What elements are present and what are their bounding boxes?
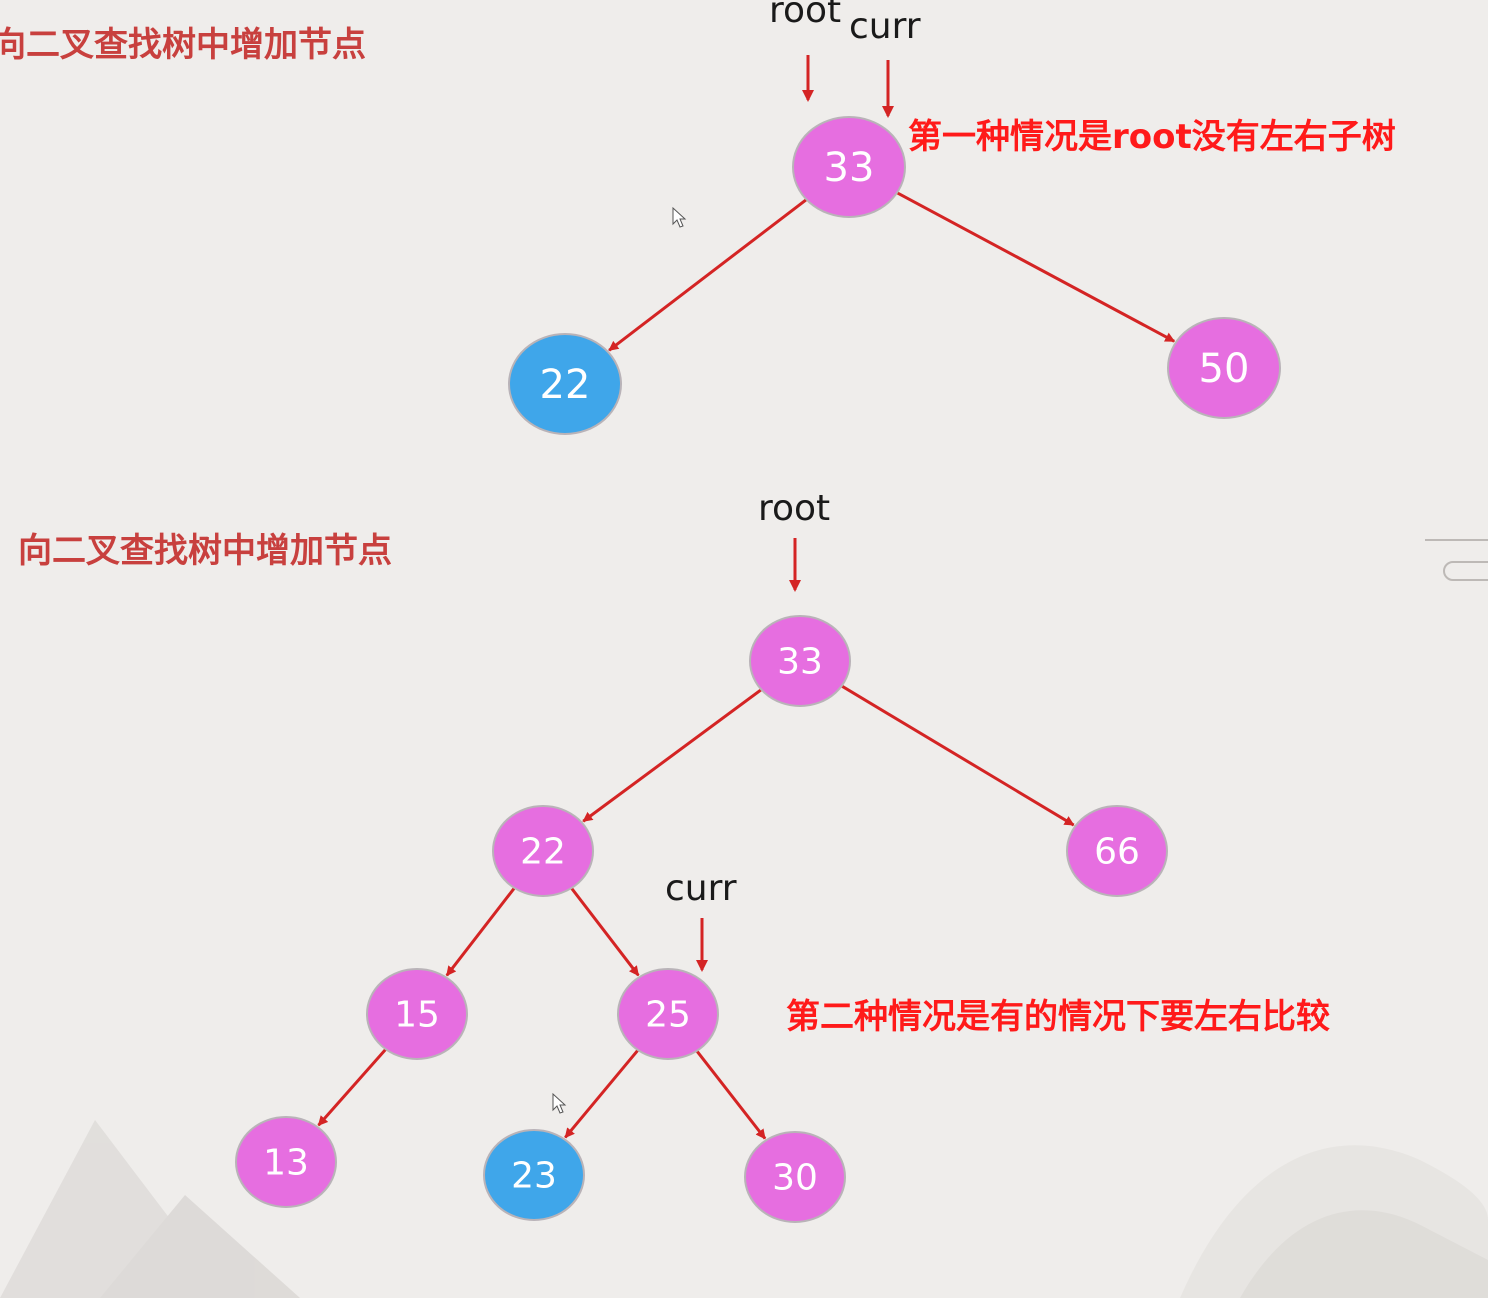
top-node-circle-22 [508, 333, 622, 435]
root-pointer-label: root [758, 488, 830, 529]
top-panel-title: 向二叉查找树中增加节点 [0, 25, 366, 65]
top-node-label-50: 50 [1199, 346, 1250, 392]
curr-pointer-label: curr [665, 868, 737, 909]
top-edge-33-to-22 [608, 191, 816, 352]
top-node-22: 22 [508, 333, 622, 435]
top-edge-33-to-50 [886, 186, 1176, 343]
mouse-cursor-icon [672, 206, 687, 228]
bottom-edge-15-to-13 [317, 1041, 394, 1127]
background-decoration [0, 1120, 1488, 1298]
top-node-circle-50 [1167, 317, 1281, 419]
root-pointer-label: root [769, 0, 841, 31]
bottom-tree-edges [317, 679, 1075, 1140]
bottom-node-23: 23 [483, 1129, 585, 1221]
bottom-edge-33-to-22 [582, 682, 770, 823]
bottom-node-circle-33 [749, 615, 851, 707]
top-panel-note: 第一种情况是root没有左右子树 [908, 117, 1396, 157]
bottom-node-label-25: 25 [645, 995, 691, 1036]
bottom-node-circle-13 [235, 1116, 337, 1208]
bottom-node-circle-66 [1066, 805, 1168, 897]
mouse-cursor-icon [552, 1092, 567, 1114]
bottom-node-25: 25 [617, 968, 719, 1060]
bottom-node-22: 22 [492, 805, 594, 897]
bottom-node-label-13: 13 [263, 1143, 309, 1184]
bottom-edge-25-to-30 [689, 1042, 767, 1140]
bottom-edge-22-to-25 [564, 879, 640, 977]
bottom-edge-33-to-66 [832, 679, 1075, 827]
bottom-node-circle-15 [366, 968, 468, 1060]
bottom-node-label-33: 33 [777, 642, 823, 683]
top-node-33: 33 [792, 116, 906, 218]
top-panel: 向二叉查找树中增加节点 root curr 第一种情况是root没有左右子树 3… [0, 0, 1396, 435]
bottom-panel-title: 向二叉查找树中增加节点 [18, 531, 392, 571]
bottom-edge-25-to-23 [564, 1041, 646, 1139]
top-node-50: 50 [1167, 317, 1281, 419]
bottom-node-66: 66 [1066, 805, 1168, 897]
bottom-node-label-15: 15 [394, 995, 440, 1036]
top-node-circle-33 [792, 116, 906, 218]
bottom-node-15: 15 [366, 968, 468, 1060]
curr-pointer-label: curr [849, 6, 921, 47]
bottom-node-circle-25 [617, 968, 719, 1060]
bottom-tree-nodes: 33 22 66 15 25 13 23 30 [235, 615, 1168, 1223]
bottom-node-circle-22 [492, 805, 594, 897]
bottom-node-33: 33 [749, 615, 851, 707]
bottom-node-label-22: 22 [520, 832, 566, 873]
bottom-panel-note: 第二种情况是有的情况下要左右比较 [786, 997, 1330, 1037]
top-node-label-22: 22 [540, 362, 591, 408]
scroll-handle-icon[interactable] [1425, 539, 1488, 581]
top-node-label-33: 33 [824, 145, 875, 191]
bottom-edge-22-to-15 [445, 879, 522, 977]
bottom-node-label-30: 30 [772, 1158, 818, 1199]
top-tree-edges [608, 186, 1176, 352]
bottom-node-label-23: 23 [511, 1156, 557, 1197]
bottom-panel: 向二叉查找树中增加节点 root curr 第二种情况是有的情况下要左右比较 3… [18, 488, 1330, 1223]
bottom-node-label-66: 66 [1094, 832, 1140, 873]
bottom-node-circle-30 [744, 1131, 846, 1223]
bottom-node-circle-23 [483, 1129, 585, 1221]
bottom-node-30: 30 [744, 1131, 846, 1223]
top-tree-nodes: 33 22 50 [508, 116, 1281, 435]
bottom-node-13: 13 [235, 1116, 337, 1208]
